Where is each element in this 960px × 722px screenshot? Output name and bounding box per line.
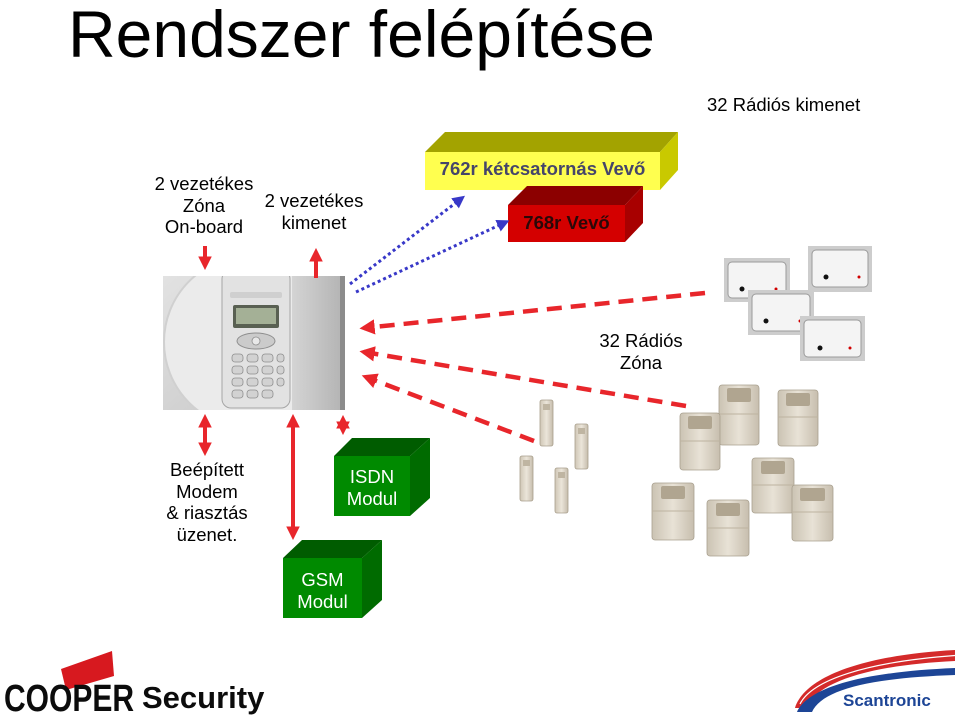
wired-output-label-line: 2 vezetékes (264, 190, 364, 211)
gsm-module-label-line: Modul (297, 590, 348, 612)
modem-label-line: & riasztás (166, 502, 248, 524)
receiver-762r-top-face (425, 132, 678, 152)
keypad-key (246, 389, 259, 399)
gsm-module-box (283, 540, 382, 618)
cooper-logo-flag (61, 651, 114, 690)
isdn-module-front-face (334, 456, 410, 516)
wired-zone-label-line: On-board (164, 216, 244, 237)
gsm-module-side-face (362, 540, 382, 618)
panel-cover (292, 276, 342, 410)
keypad-side-key (276, 365, 285, 375)
wired-output-label: 2 vezetékes kimenet (254, 190, 374, 233)
gsm-module-top-face (283, 540, 382, 558)
wired-zone-label-line: Zóna (182, 194, 226, 216)
modem-label: Beépített Modem & riasztás üzenet. (137, 459, 277, 546)
modem-label-line: üzenet. (176, 524, 238, 546)
panel-edge (340, 276, 345, 410)
receiver-762r-front-face (425, 152, 660, 190)
navigation-center-key (251, 336, 261, 346)
lcd-screen (236, 308, 276, 324)
receiver-768r-label: 768r Vevő (523, 212, 610, 233)
pir-detector-icon (777, 389, 819, 447)
pir-detector-icon (751, 457, 795, 514)
receiver-762r-box (425, 132, 678, 190)
keypad-keys (231, 353, 285, 399)
pir-detector-icon (791, 484, 834, 542)
isdn-module-side-face (410, 438, 430, 516)
radio-link-arrow (359, 290, 706, 335)
receiver-768r-top-face (508, 186, 643, 205)
gsm-module-label-line: GSM (301, 569, 344, 590)
isdn-module-top-face (334, 438, 430, 456)
keypad-key (261, 353, 274, 363)
gsm-module-label: GSM Modul (283, 569, 362, 612)
radio-link-arrow (359, 346, 687, 409)
wireless-output-module-icon (800, 316, 865, 361)
wireless-output-module-icon (808, 246, 872, 292)
receiver-768r-box (508, 186, 643, 242)
isdn-module-label: ISDN Modul (334, 466, 410, 509)
receiver-762r-side-face (660, 132, 678, 190)
slide-title: Rendszer felépítése (68, 0, 656, 71)
keypad-key (231, 353, 244, 363)
scantronic-logo-swoosh (795, 650, 956, 712)
keypad-logo-strip (230, 292, 282, 298)
radio-zone-label-line: 32 Rádiós (599, 330, 683, 351)
cooper-logo-security: Security (142, 680, 265, 715)
keypad-key (261, 377, 274, 387)
door-contact-icon (539, 399, 554, 447)
pir-detector-icon (651, 482, 695, 541)
keypad-key (261, 365, 274, 375)
receiver-768r-front-face (508, 205, 625, 242)
cooper-logo-wordmark: COOPER (4, 678, 135, 720)
wireless-output-module-icon (724, 258, 790, 302)
modem-label-line: Modem (176, 480, 238, 502)
keypad-side-key (276, 377, 285, 387)
radio-zone-label: 32 Rádiós Zóna (581, 330, 701, 373)
keypad-key (246, 377, 259, 387)
keypad-key (231, 389, 244, 399)
pir-detector-icon (718, 384, 760, 446)
control-panel-icon (163, 276, 345, 410)
door-contact-icon (554, 467, 569, 514)
pir-detector-icon (706, 499, 750, 557)
isdn-module-label-line: Modul (346, 487, 398, 509)
wired-zone-label-line: 2 vezetékes (154, 173, 254, 194)
keypad-key (261, 389, 274, 399)
radio-link-arrow (361, 373, 535, 444)
keypad-key (231, 365, 244, 375)
door-contact-icon (574, 423, 589, 470)
pir-detector-icon (679, 412, 721, 471)
receiver-762r-label: 762r kétcsatornás Vevő (439, 158, 646, 179)
scantronic-logo-wordmark: Scantronic (843, 691, 931, 710)
wired-zone-label: 2 vezetékes Zóna On-board (144, 173, 264, 238)
radio-outputs-label: 32 Rádiós kimenet (707, 94, 861, 115)
isdn-module-label-line: ISDN (349, 466, 395, 487)
isdn-module-box (334, 438, 430, 516)
keypad-side-key (276, 353, 285, 363)
modem-label-line: Beépített (169, 459, 245, 480)
keypad-key (231, 377, 244, 387)
radio-zone-label-line: Zóna (619, 351, 663, 373)
receiver-768r-link-arrow (355, 220, 510, 294)
keypad-key (246, 353, 259, 363)
gsm-module-front-face (283, 558, 362, 618)
door-contact-icon (519, 455, 534, 502)
wired-output-label-line: kimenet (281, 211, 347, 233)
keypad-key (246, 365, 259, 375)
receiver-768r-side-face (625, 186, 643, 242)
